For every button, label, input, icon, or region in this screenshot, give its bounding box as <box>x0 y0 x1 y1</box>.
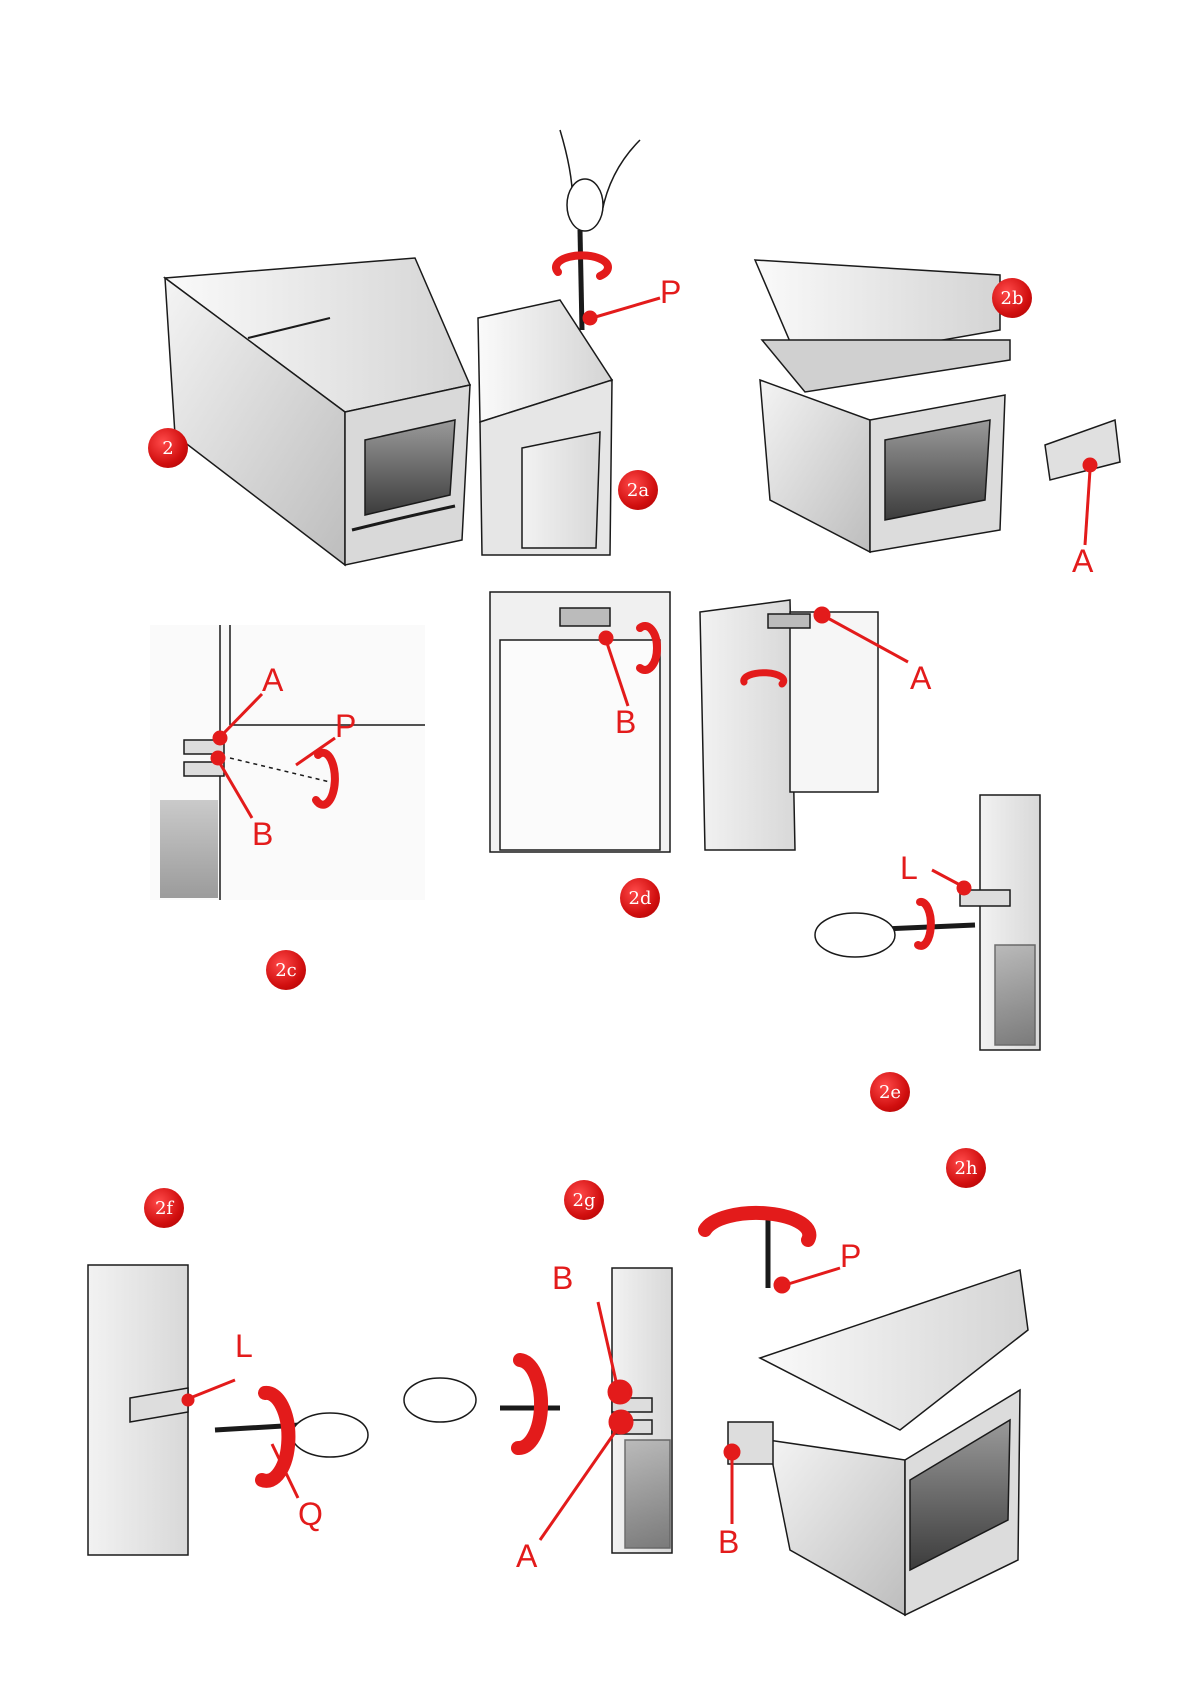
callout-b-2g: B <box>552 1262 573 1294</box>
callout-b-2c: B <box>252 818 273 850</box>
callout-a-2g: A <box>516 1540 537 1572</box>
figure-badge-2: 2 <box>148 428 188 468</box>
callout-a-2c: A <box>262 664 283 696</box>
figure-2c-hinge-detail <box>150 625 425 900</box>
callout-q-2f: Q <box>298 1498 323 1530</box>
figure-badge-2f: 2f <box>144 1188 184 1228</box>
callout-a-2b: A <box>1072 545 1093 577</box>
callout-l-2f: L <box>235 1330 253 1362</box>
callout-a-2d: A <box>910 662 931 694</box>
figure-badge-2b: 2b <box>992 278 1032 318</box>
callout-l-2e: L <box>900 852 918 884</box>
figure-2-appliance <box>165 258 470 565</box>
callout-b-2d: B <box>615 706 636 738</box>
figure-badge-2a: 2a <box>618 470 658 510</box>
figure-2h-door-refit <box>728 1210 1028 1615</box>
figure-badge-2h: 2h <box>946 1148 986 1188</box>
callout-p-2a: P <box>660 276 681 308</box>
figure-2d-cabinet <box>490 592 878 852</box>
figure-2a-top-corner <box>478 130 640 555</box>
callout-p-2h: P <box>840 1240 861 1272</box>
callout-b-2h: B <box>718 1526 739 1558</box>
figure-2f-lower-hinge <box>88 1265 368 1555</box>
figure-badge-2e: 2e <box>870 1072 910 1112</box>
figure-badge-2c: 2c <box>266 950 306 990</box>
figure-2b-door-lift <box>755 260 1120 552</box>
callout-p-2c: P <box>335 710 356 742</box>
figure-badge-2g: 2g <box>564 1180 604 1220</box>
figure-badge-2d: 2d <box>620 878 660 918</box>
